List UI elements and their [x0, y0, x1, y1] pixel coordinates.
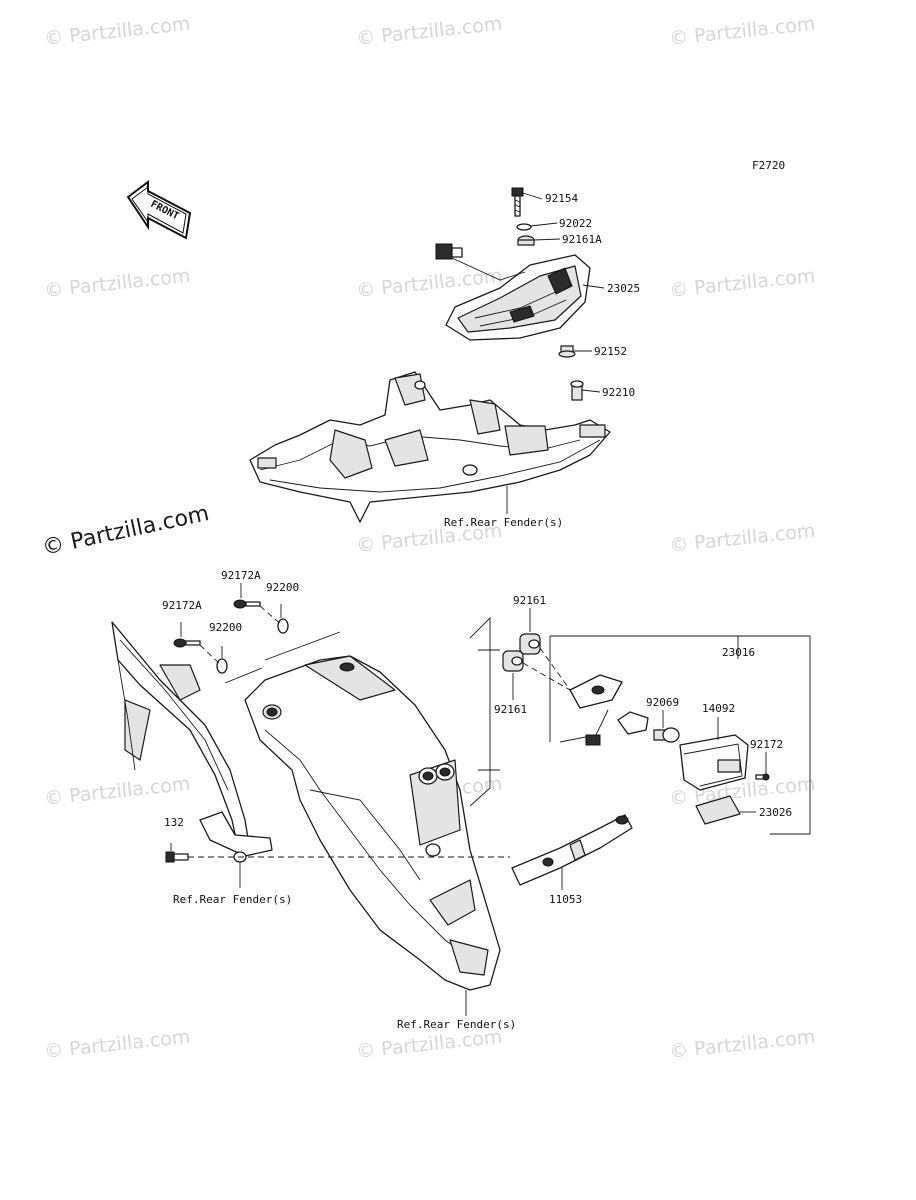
callout-92210: 92210: [602, 386, 635, 399]
watermark: © Partzilla.com: [355, 13, 503, 50]
lens-14092: [679, 734, 749, 791]
bracket-11053: [511, 814, 633, 886]
watermark: © Partzilla.com: [43, 773, 191, 810]
collar-92152: [558, 345, 576, 358]
ref-rear-fender-left: Ref.Rear Fender(s): [173, 893, 292, 906]
callout-92172A-b: 92172A: [162, 599, 202, 612]
bolt-132: [165, 851, 189, 863]
callout-92161-a: 92161: [513, 594, 546, 607]
grommet-92161A: [517, 235, 535, 246]
callout-92200-a: 92200: [266, 581, 299, 594]
watermark: © Partzilla.com: [43, 13, 191, 50]
screw-92172A-a: [233, 599, 261, 609]
watermark: © Partzilla.com: [668, 13, 816, 50]
top-leaders: [506, 192, 605, 514]
screw-92172: [755, 773, 770, 781]
watermark: © Partzilla.com: [668, 1026, 816, 1063]
callout-92161-b: 92161: [494, 703, 527, 716]
rear-frame-left: [111, 621, 273, 863]
grommet-92161-b: [502, 650, 524, 672]
callout-11053: 11053: [549, 893, 582, 906]
watermark: © Partzilla.com: [668, 520, 816, 557]
callout-23016: 23016: [722, 646, 755, 659]
callout-14092: 14092: [702, 702, 735, 715]
callout-132: 132: [164, 816, 184, 829]
callout-92172A-a: 92172A: [221, 569, 261, 582]
watermark: © Partzilla.com: [355, 1026, 503, 1063]
bottom-leaders: [170, 583, 811, 1016]
ref-rear-fender-top: Ref.Rear Fender(s): [444, 516, 563, 529]
callout-92022: 92022: [559, 217, 592, 230]
callout-92200-b: 92200: [209, 621, 242, 634]
tail-light-23025: [435, 243, 591, 341]
figure-code: F2720: [752, 159, 785, 172]
callout-92172: 92172: [750, 738, 783, 751]
watermark: © Partzilla.com: [43, 1026, 191, 1063]
pad-23026: [695, 795, 741, 825]
watermark: © Partzilla.com: [668, 265, 816, 302]
callout-92154: 92154: [545, 192, 578, 205]
callout-23026: 23026: [759, 806, 792, 819]
callout-92152: 92152: [594, 345, 627, 358]
rear-fender-top-ref: [249, 371, 611, 523]
bulb-92069: [653, 727, 680, 743]
front-arrow-icon: FRONT: [126, 180, 192, 240]
bolt-92154: [511, 187, 524, 217]
callout-92069: 92069: [646, 696, 679, 709]
grommet-92161-a: [519, 633, 541, 655]
ref-rear-fender-bottom: Ref.Rear Fender(s): [397, 1018, 516, 1031]
watermark: © Partzilla.com: [43, 265, 191, 302]
main-watermark: © Partzilla.com: [40, 501, 211, 561]
socket-assembly: [559, 674, 649, 746]
callout-92161A: 92161A: [562, 233, 602, 246]
rear-fender-lower: [244, 655, 501, 991]
collar-92210: [570, 380, 584, 401]
callout-23025: 23025: [607, 282, 640, 295]
washer-92022: [516, 223, 532, 231]
screw-92172A-b: [173, 638, 201, 648]
